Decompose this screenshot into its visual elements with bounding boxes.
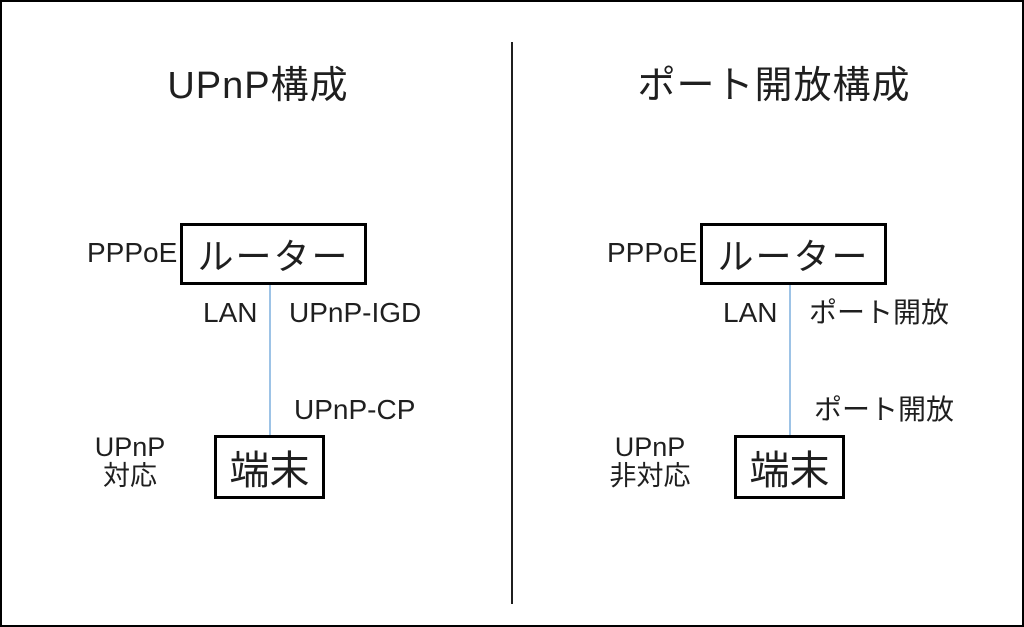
lan-label: LAN bbox=[203, 297, 258, 328]
device-label: 端末 bbox=[749, 449, 830, 493]
panel-divider-line bbox=[511, 42, 513, 604]
device-label: 端末 bbox=[229, 449, 310, 493]
router-box: ルーター bbox=[180, 223, 367, 285]
device-support-note: UPnP 非対応 bbox=[580, 433, 720, 491]
port-forwarding-config-panel: ポート開放構成 PPPoE ルーター LAN ポート開放 ポート開放 端末 UP… bbox=[522, 2, 1022, 625]
router-port-label: UPnP-IGD bbox=[289, 297, 422, 328]
panel-title: ポート開放構成 bbox=[637, 65, 911, 107]
note-line-2: 非対応 bbox=[609, 461, 691, 491]
device-box: 端末 bbox=[214, 435, 325, 499]
lan-connector-line bbox=[789, 285, 791, 435]
router-label: ルーター bbox=[717, 236, 870, 277]
router-label: ルーター bbox=[197, 236, 350, 277]
note-line-1: UPnP bbox=[94, 432, 166, 462]
pppoe-label: PPPoE bbox=[87, 237, 178, 268]
router-port-label: ポート開放 bbox=[809, 297, 950, 328]
upnp-config-panel: UPnP構成 PPPoE ルーター LAN UPnP-IGD UPnP-CP 端… bbox=[2, 2, 514, 625]
lan-label: LAN bbox=[723, 297, 778, 328]
note-line-2: 対応 bbox=[103, 461, 157, 491]
router-box: ルーター bbox=[700, 223, 887, 285]
device-port-label: UPnP-CP bbox=[294, 394, 416, 425]
pppoe-label: PPPoE bbox=[607, 237, 698, 268]
lan-connector-line bbox=[269, 285, 271, 435]
device-support-note: UPnP 対応 bbox=[60, 433, 200, 491]
panel-title: UPnP構成 bbox=[167, 65, 349, 107]
device-box: 端末 bbox=[734, 435, 845, 499]
device-port-label: ポート開放 bbox=[814, 394, 955, 425]
note-line-1: UPnP bbox=[614, 432, 686, 462]
